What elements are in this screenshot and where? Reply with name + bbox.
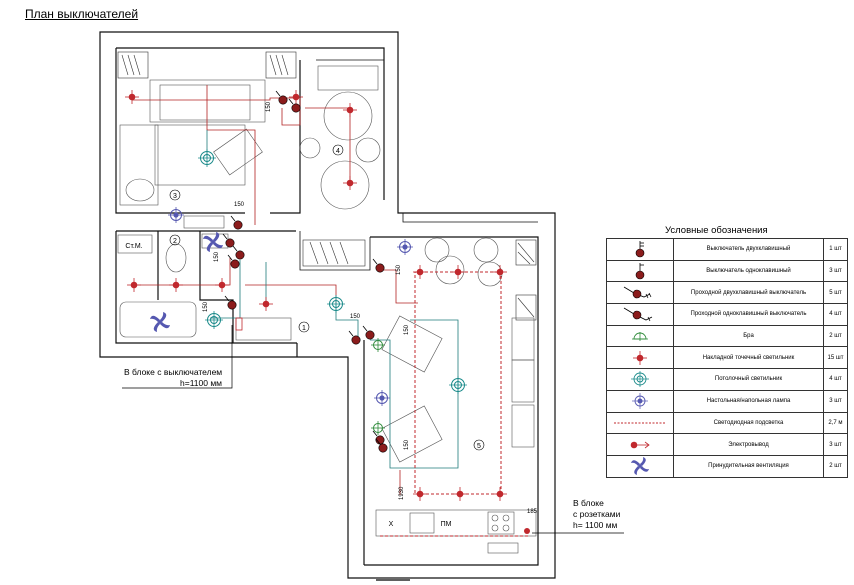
ceiling-light-icon xyxy=(606,368,674,391)
dim-label: 150 xyxy=(396,264,402,275)
legend-item-qty: 5 шт xyxy=(823,281,848,305)
floor-lamp-icon xyxy=(606,389,674,413)
led-strip-icon xyxy=(606,411,674,435)
pass-double-switch-icon xyxy=(606,281,674,305)
double-switch-icon xyxy=(606,238,674,261)
outlets xyxy=(524,528,530,534)
legend-item-qty: 4 шт xyxy=(823,368,848,391)
dim-label: 150 xyxy=(404,324,410,335)
switches xyxy=(222,90,388,453)
sconce-icon xyxy=(606,324,674,348)
socket-block-note-line3: h= 1100 мм xyxy=(573,520,618,530)
socket-block-note-line1: В блоке xyxy=(573,498,604,508)
switch-block-note: В блоке с выключателем h=1100 мм xyxy=(124,367,222,389)
dim-label: 1930 xyxy=(399,486,405,500)
dim-label: 150 xyxy=(234,202,245,208)
dim-label: 150 xyxy=(350,314,361,320)
legend-item-qty: 15 шт xyxy=(823,346,848,370)
ventilation-fan-icon xyxy=(606,454,674,478)
legend-item-name: Потолочный светильник xyxy=(673,368,824,391)
storage-label: Ст.М. xyxy=(125,243,142,250)
legend-item-name: Накладной точечный светильник xyxy=(673,346,824,370)
spotlights xyxy=(124,89,508,502)
socket-block-note: В блоке с розетками h= 1100 мм xyxy=(573,498,620,531)
legend-item-name: Бра xyxy=(673,324,824,348)
legend-item-qty: 3 шт xyxy=(823,389,848,413)
legend-item-name: Принудительная вентиляция xyxy=(673,454,824,478)
room-3-label: 3 xyxy=(173,193,177,200)
dim-label: 150 xyxy=(214,251,220,262)
legend-item-qty: 3 шт xyxy=(823,433,848,456)
sconces xyxy=(370,337,386,436)
dim-label: 150 xyxy=(266,101,272,112)
room-4-label: 4 xyxy=(336,148,340,155)
legend-item-name: Настольная/напольная лампа xyxy=(673,389,824,413)
callout-lines xyxy=(122,325,624,534)
legend-item-qty: 2,7 м xyxy=(823,411,848,435)
single-switch-icon xyxy=(606,259,674,283)
legend-item-qty: 1 шт xyxy=(823,238,848,261)
page-title: План выключателей xyxy=(25,7,139,21)
walls xyxy=(99,31,556,579)
legend-item-name: Проходной одноклавишный выключатель xyxy=(673,303,824,326)
legend-item-qty: 2 шт xyxy=(823,454,848,478)
dim-label: 185 xyxy=(527,509,538,515)
room-1-label: 1 xyxy=(302,325,306,332)
room-markers: 3 2 1 4 5 Ст.М. X ПМ xyxy=(125,144,485,528)
legend-item-name: Светодиодная подсветка xyxy=(673,411,824,435)
power-outlet-icon xyxy=(606,433,674,456)
legend-item-qty: 3 шт xyxy=(823,259,848,283)
furniture xyxy=(117,65,537,554)
socket-block-note-line2: с розетками xyxy=(573,509,621,519)
legend-item-qty: 4 шт xyxy=(823,303,848,326)
wiring xyxy=(132,85,459,495)
pass-single-switch-icon xyxy=(606,303,674,326)
dim-label: 150 xyxy=(404,439,410,450)
room-5-label: 5 xyxy=(477,443,481,450)
legend-title: Условные обозначения xyxy=(665,225,768,236)
legend-item-qty: 2 шт xyxy=(823,324,848,348)
sink-label: X xyxy=(389,521,394,528)
switch-block-note-line2: h=1100 мм xyxy=(180,378,223,388)
dim-label: 150 xyxy=(203,301,209,312)
legend-item-name: Выключатель двухклавишный xyxy=(673,238,824,261)
switch-block-note-line1: В блоке с выключателем xyxy=(124,367,223,377)
legend-item-name: Выключатель одноклавишный xyxy=(673,259,824,283)
dishwasher-label: ПМ xyxy=(441,521,452,528)
spotlight-icon xyxy=(606,346,674,370)
dimension-labels: 150 150 150 150 150 150 150 150 1930 185 xyxy=(203,101,538,515)
windows xyxy=(117,51,537,321)
legend-item-name: Электровывод xyxy=(673,433,824,456)
room-2-label: 2 xyxy=(173,238,177,245)
legend-item-name: Проходной двухклавишный выключатель xyxy=(673,281,824,305)
